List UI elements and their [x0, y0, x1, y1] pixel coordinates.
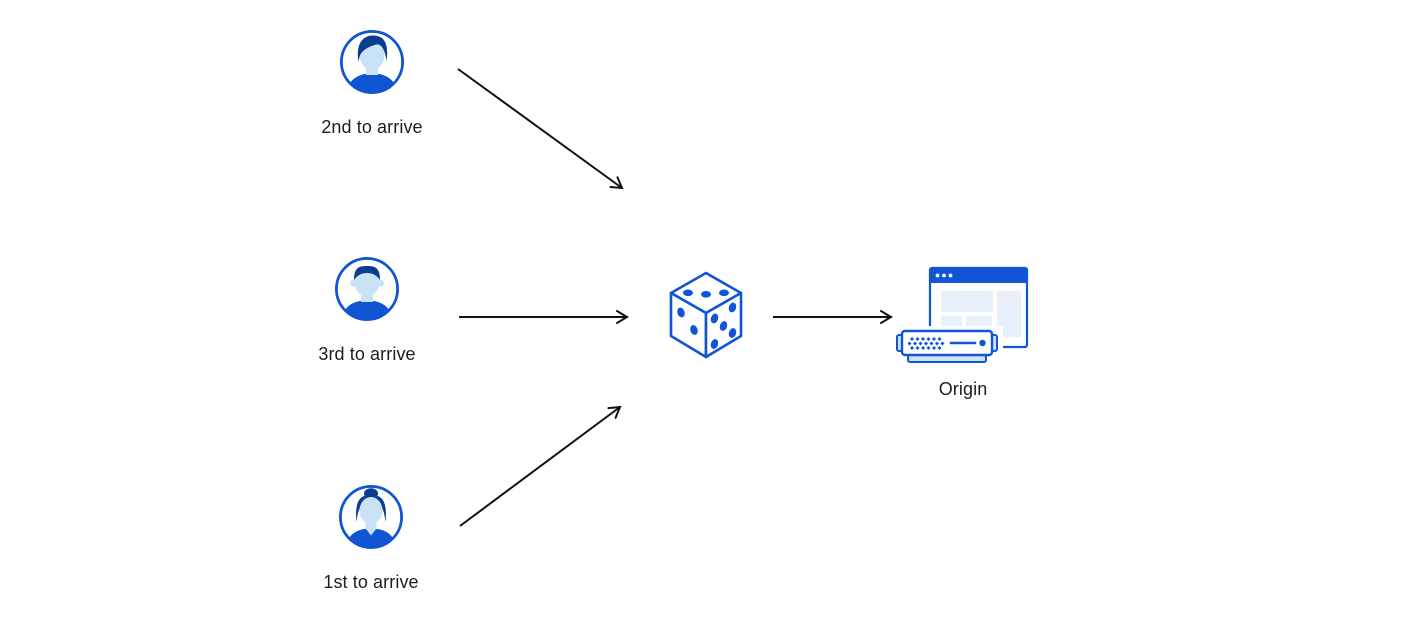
female-avatar-bun-icon: [339, 485, 403, 549]
client-label-3rd: 3rd to arrive: [318, 344, 416, 364]
client-node-3rd: 3rd to arrive: [292, 256, 442, 365]
client-node-1st: 1st to arrive: [296, 484, 446, 593]
arrow-client2nd-to-dice: [457, 68, 624, 190]
client-label-2nd: 2nd to arrive: [321, 117, 423, 137]
male-avatar-swept-hair-icon: [340, 30, 404, 94]
server-vent-dots: [907, 337, 945, 350]
male-avatar-short-hair-icon: [335, 257, 399, 321]
dice-node: [668, 270, 744, 360]
client-node-2nd: 2nd to arrive: [297, 29, 447, 138]
origin-server-icon: [893, 266, 1029, 363]
dice-icon: [669, 271, 743, 359]
client-label-1st: 1st to arrive: [323, 572, 419, 592]
origin-node: Origin: [893, 262, 1033, 400]
server-icon: [896, 329, 998, 363]
arrow-client1st-to-dice: [459, 405, 622, 527]
dice-pips: [677, 289, 737, 349]
origin-label: Origin: [938, 379, 988, 399]
